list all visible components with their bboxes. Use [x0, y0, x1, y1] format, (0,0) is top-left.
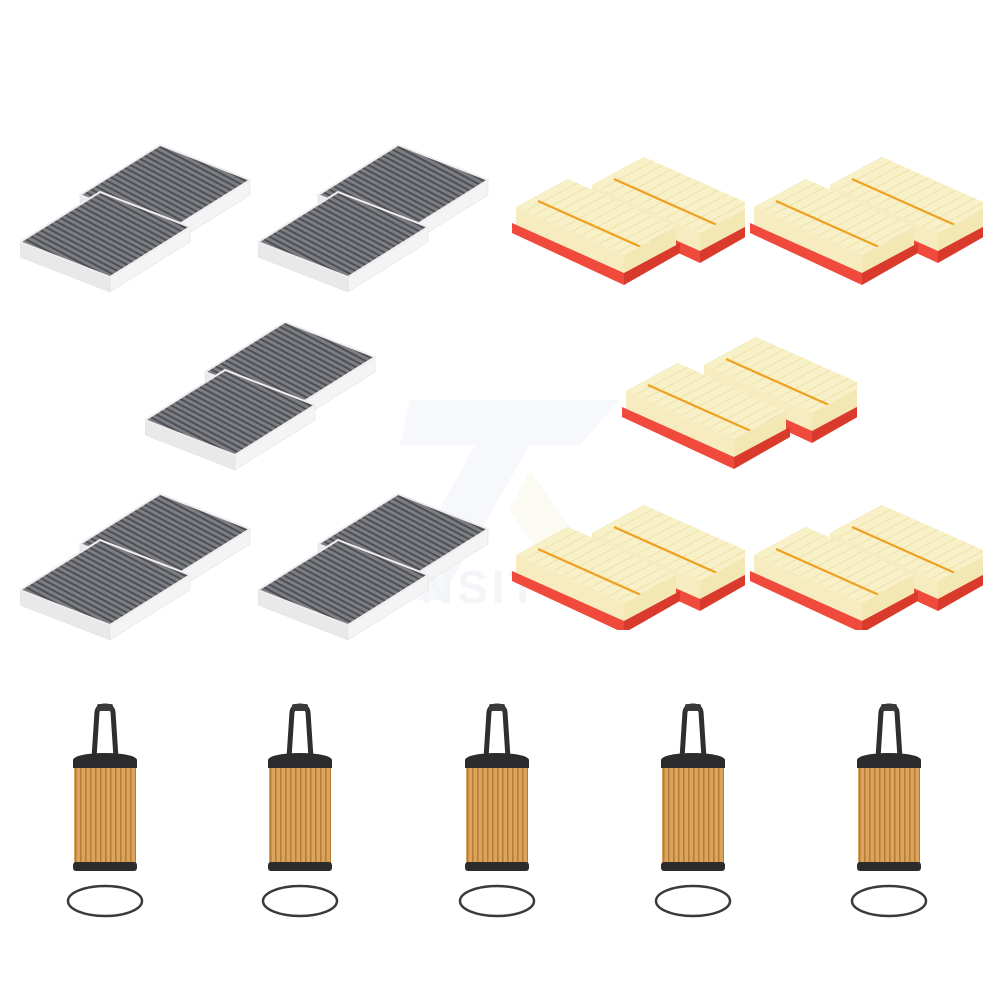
oil-filter-5	[834, 698, 944, 928]
air-filter-pair-1	[510, 155, 745, 290]
cabin-filter-icon	[258, 144, 489, 293]
cabin-filter-icon	[145, 322, 376, 471]
cabin-filter-icon	[20, 493, 251, 641]
cabin-filter-pair-5	[258, 492, 490, 652]
cabin-filter-icon	[20, 144, 251, 293]
cabin-filter-pair-2	[258, 140, 490, 300]
air-filter-icon	[748, 155, 983, 287]
air-filter-icon	[748, 505, 983, 630]
oil-filter-2	[245, 698, 355, 928]
oil-filter-icon	[850, 703, 928, 918]
oil-filter-1	[50, 698, 160, 928]
oil-filter-icon	[66, 703, 144, 918]
air-filter-pair-5	[748, 505, 983, 630]
air-filter-icon	[622, 335, 857, 470]
cabin-filter-pair-3	[145, 322, 377, 482]
air-filter-pair-3	[622, 335, 857, 470]
air-filter-icon	[510, 505, 745, 630]
air-filter-pair-2	[748, 155, 983, 290]
air-filter-icon	[510, 155, 745, 287]
cabin-filter-icon	[258, 493, 489, 641]
oil-filter-3	[442, 698, 552, 928]
air-filter-pair-4	[510, 505, 745, 630]
oil-filter-4	[638, 698, 748, 928]
oil-filter-icon	[654, 703, 732, 918]
oil-filter-icon	[261, 703, 339, 918]
oil-filter-icon	[458, 703, 536, 918]
cabin-filter-pair-4	[20, 492, 252, 652]
cabin-filter-pair-1	[20, 140, 252, 300]
